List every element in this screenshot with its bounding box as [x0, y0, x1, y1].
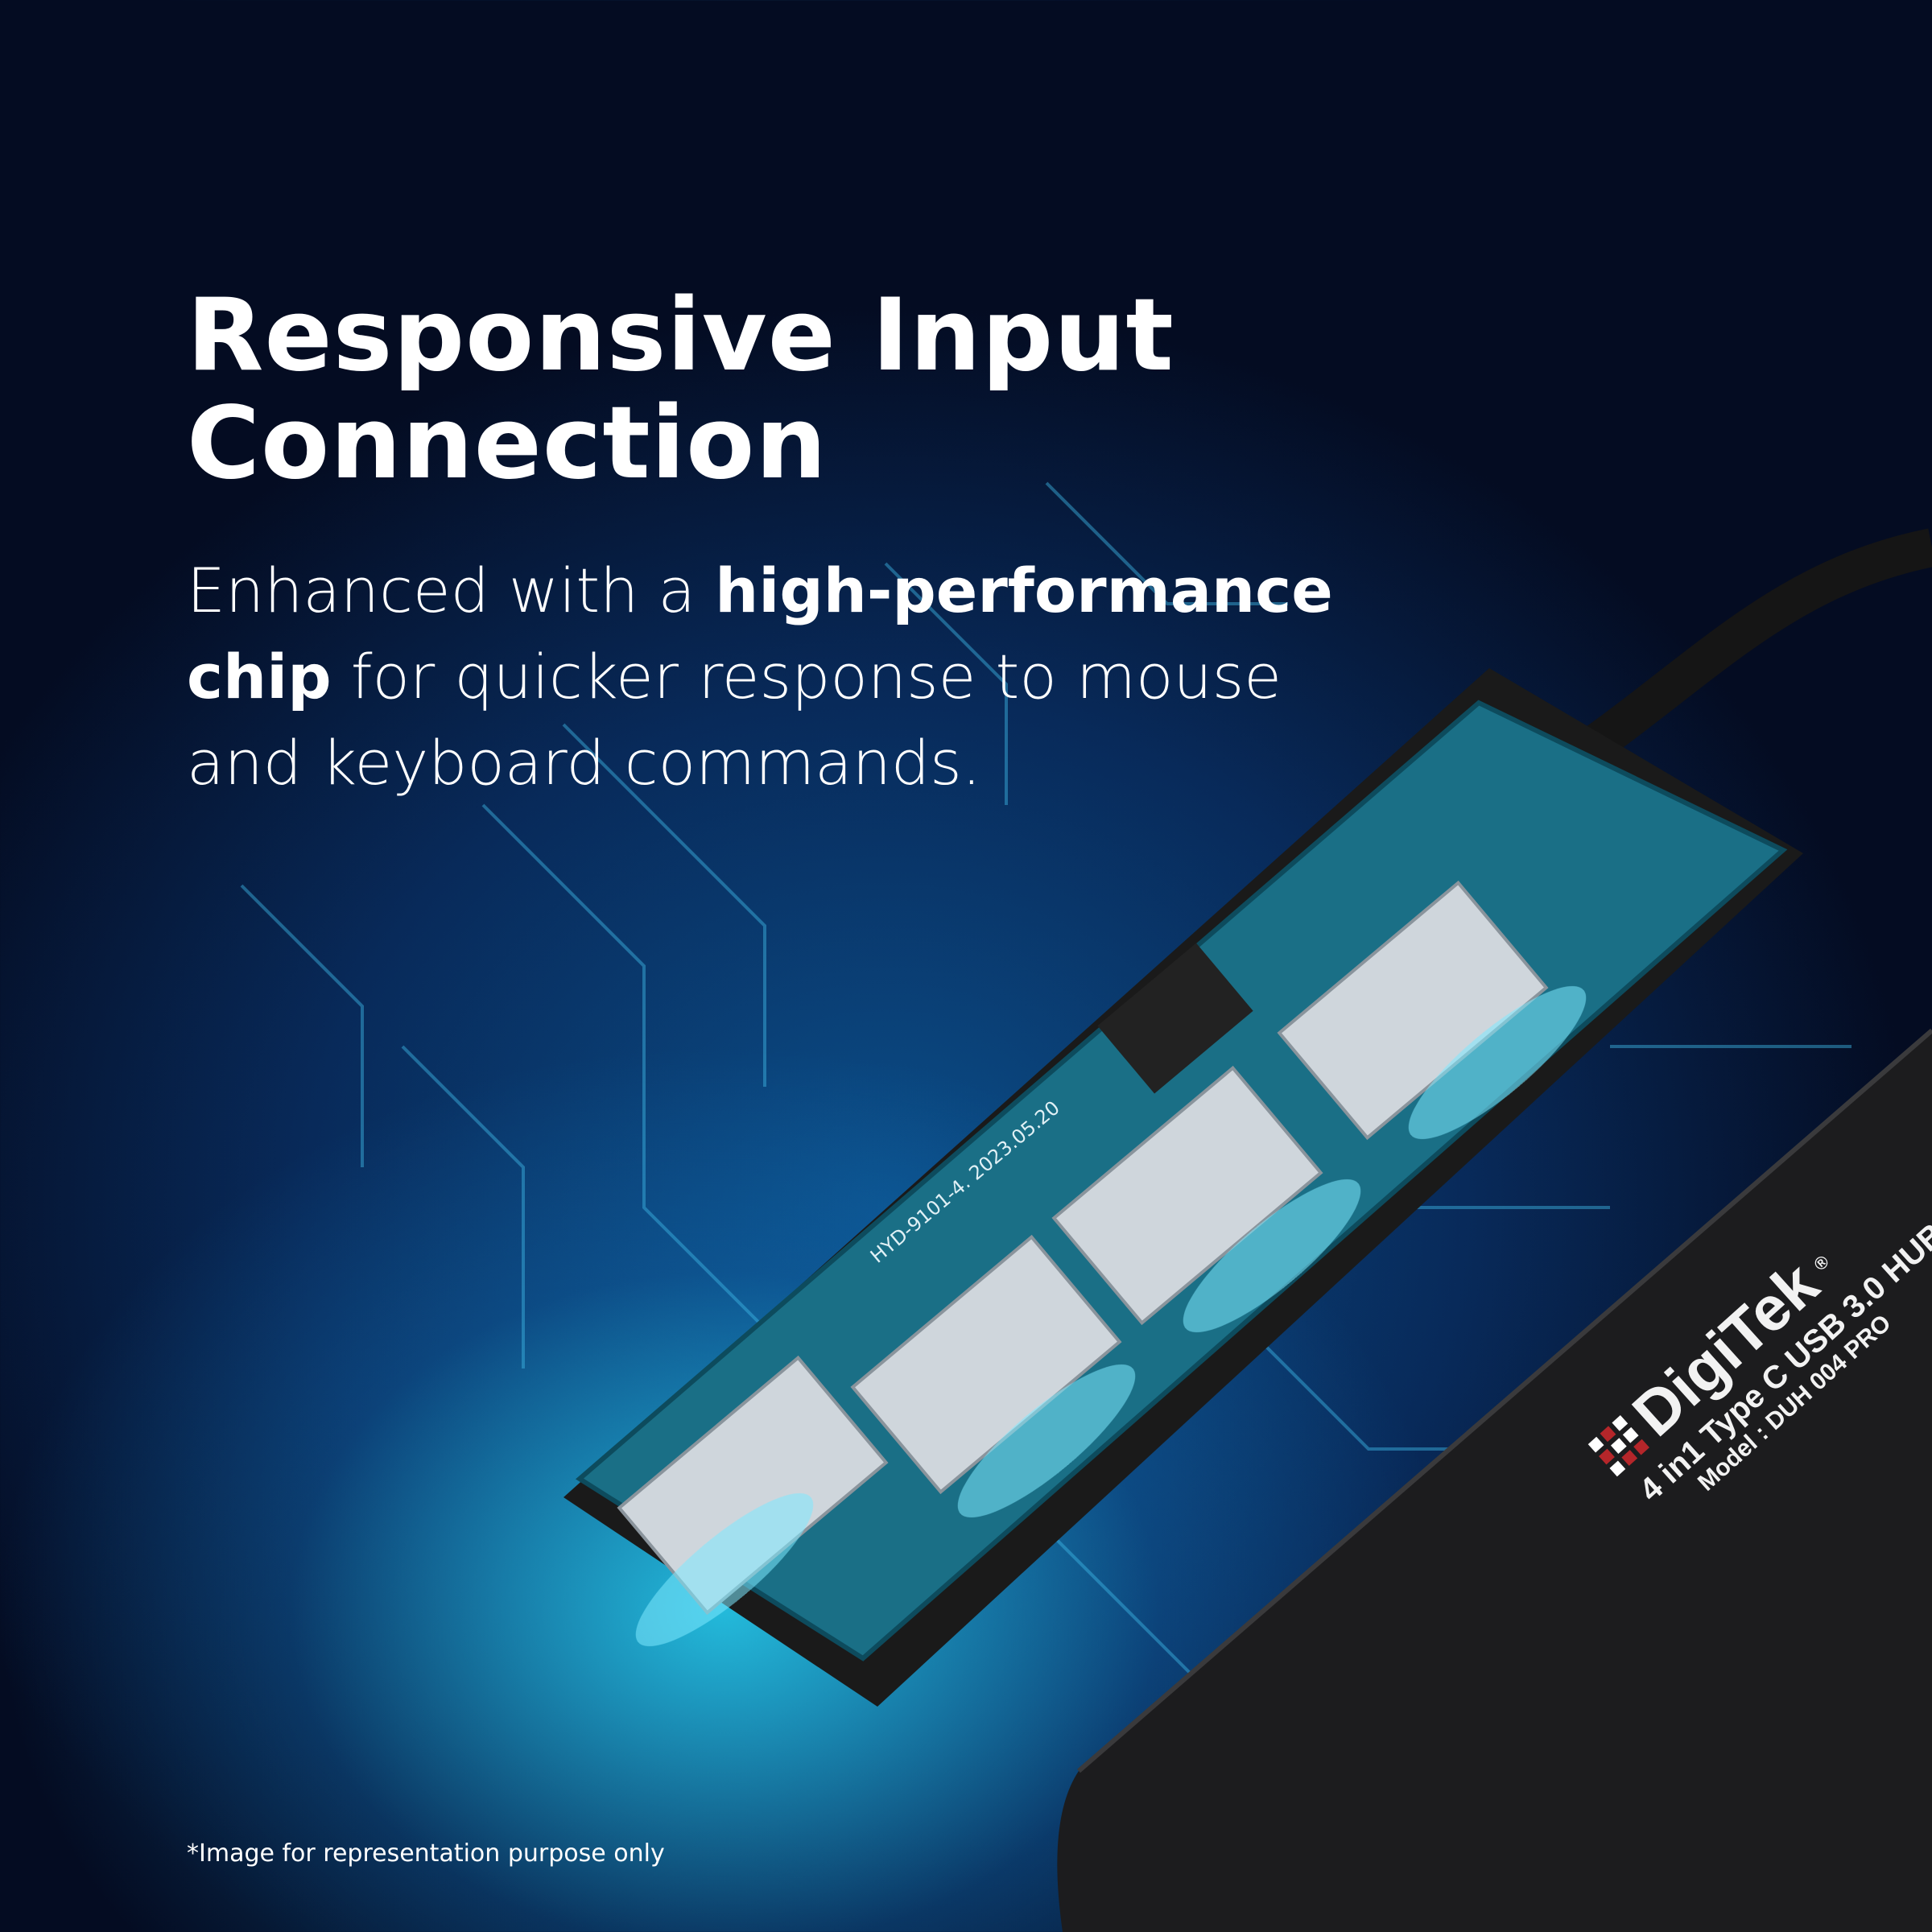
- usb-ports: [617, 880, 1549, 1616]
- description: Enhanced with a high-performance chip fo…: [187, 547, 1354, 806]
- hub-body: [1057, 1030, 1932, 1932]
- hub-edge: [1077, 1028, 1932, 1773]
- headline: Responsive Input Connection: [187, 282, 1174, 497]
- footnote: *Image for representation purpose only: [187, 1839, 665, 1868]
- hub-chip: [1097, 943, 1253, 1094]
- description-bold: high-performance chip: [187, 555, 1333, 712]
- description-text: Enhanced with a: [187, 555, 716, 626]
- headline-line-1: Responsive Input: [187, 278, 1174, 394]
- description-text-end: for quicker response to mouse and keyboa…: [187, 641, 1282, 799]
- port-glow: [635, 985, 1587, 1647]
- headline-line-2: Connection: [187, 386, 828, 502]
- registered-mark: ®: [1809, 1250, 1833, 1275]
